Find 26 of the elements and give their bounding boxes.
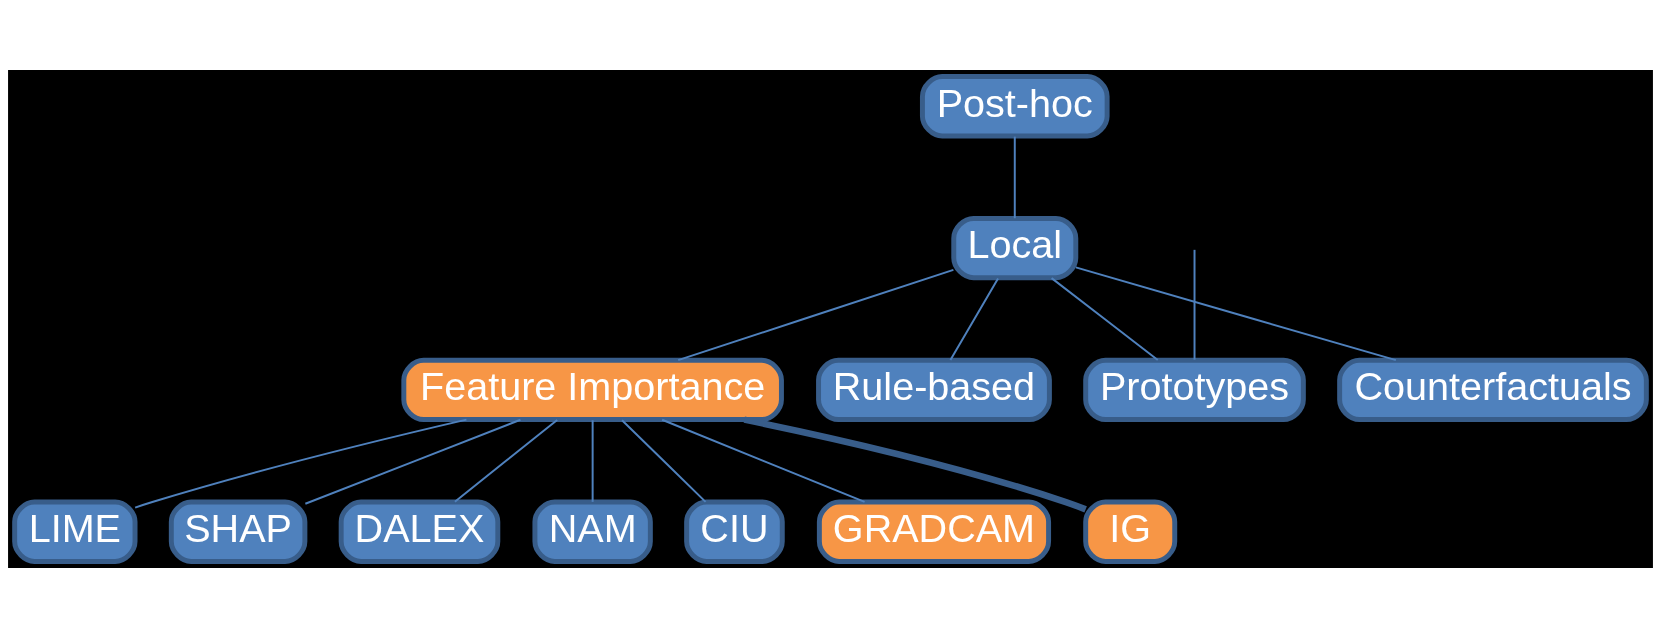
node-box: Counterfactuals: [1337, 357, 1649, 422]
node-box: Local: [951, 215, 1079, 280]
node-box: CIU: [684, 499, 785, 564]
node-box: Prototypes: [1083, 357, 1306, 422]
connector: [743, 415, 1087, 512]
node-box: SHAP: [168, 499, 308, 564]
connector: [621, 418, 707, 503]
node-box: Feature Importance: [401, 357, 784, 422]
node-box: Rule-based: [816, 357, 1052, 422]
connector: [591, 418, 594, 503]
connector: [677, 268, 955, 361]
connector: [661, 418, 866, 503]
connector: [304, 418, 522, 505]
connector: [1074, 265, 1397, 361]
connector: [134, 418, 468, 509]
node-box: GRADCAM: [816, 499, 1052, 564]
connector: [1050, 276, 1159, 361]
node-box: NAM: [532, 499, 653, 564]
connector: [453, 418, 559, 503]
connector: [1013, 135, 1016, 219]
node-box: DALEX: [338, 499, 501, 564]
node-box: IG: [1083, 499, 1178, 564]
connector: [1193, 248, 1196, 361]
node-box: Post-hoc: [919, 73, 1110, 138]
node-box: LIME: [12, 499, 138, 564]
connector: [949, 276, 1000, 361]
